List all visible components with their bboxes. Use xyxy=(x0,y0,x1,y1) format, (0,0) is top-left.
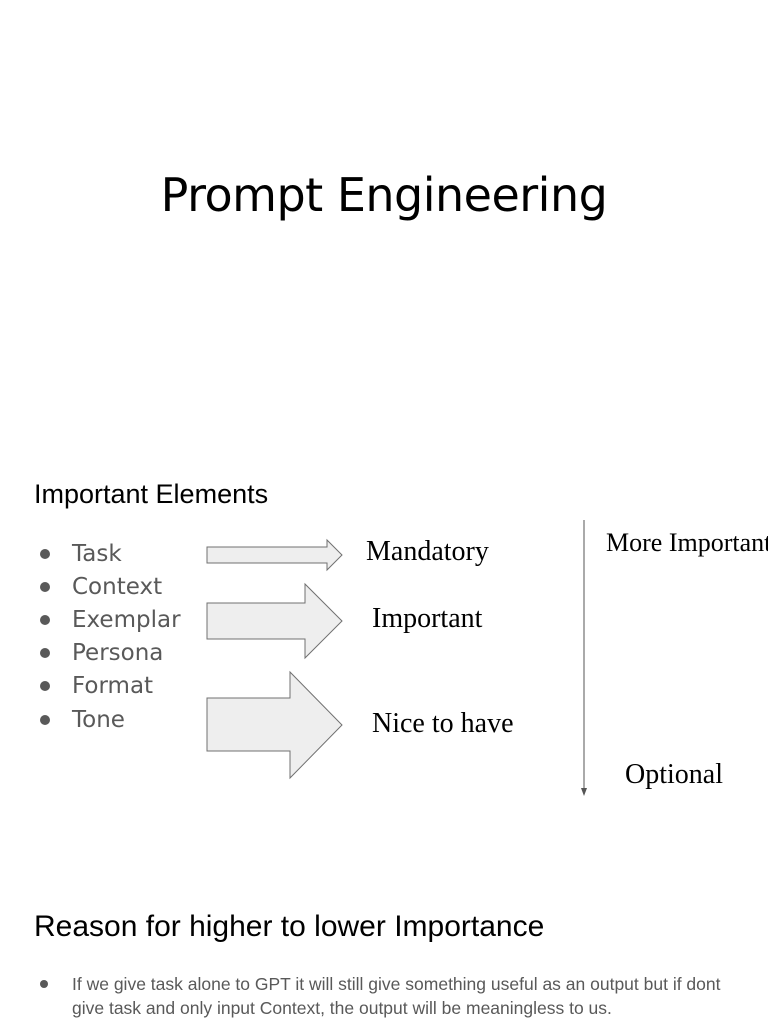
element-label-format: Format xyxy=(72,673,154,700)
bullet-dot-icon xyxy=(40,980,48,988)
label-mandatory: Mandatory xyxy=(366,536,489,567)
scale-label-bottom: Optional xyxy=(625,759,723,790)
list-item: Task xyxy=(40,537,181,570)
important-elements-heading: Important Elements xyxy=(34,479,269,509)
list-item: Persona xyxy=(40,637,181,670)
important-elements-list: Task Context Exemplar Persona Format Ton… xyxy=(40,537,181,736)
page-title: Prompt Engineering xyxy=(160,168,608,222)
label-important: Important xyxy=(372,603,483,634)
reason-text: If we give task alone to GPT it will sti… xyxy=(72,974,721,1018)
bullet-dot-icon xyxy=(40,581,50,592)
label-nice-to-have: Nice to have xyxy=(372,708,514,739)
list-item: Format xyxy=(40,670,181,703)
bullet-dot-icon xyxy=(40,648,50,659)
reason-heading: Reason for higher to lower Importance xyxy=(34,910,545,943)
list-item: If we give task alone to GPT it will sti… xyxy=(40,972,740,1020)
reason-list: If we give task alone to GPT it will sti… xyxy=(40,972,740,1020)
down-arrow-icon xyxy=(581,788,587,796)
element-label-context: Context xyxy=(72,573,163,600)
element-label-task: Task xyxy=(72,540,122,567)
bullet-dot-icon xyxy=(40,614,50,625)
right-arrow-icon xyxy=(206,582,343,660)
bullet-dot-icon xyxy=(40,548,50,559)
scale-label-top: More Important xyxy=(606,528,768,557)
element-label-persona: Persona xyxy=(72,640,164,667)
right-arrow-icon xyxy=(206,538,343,572)
element-label-tone: Tone xyxy=(72,706,125,733)
list-item: Context xyxy=(40,570,181,603)
element-label-exemplar: Exemplar xyxy=(72,606,181,633)
list-item: Exemplar xyxy=(40,603,181,636)
bullet-dot-icon xyxy=(40,714,50,725)
list-item: Tone xyxy=(40,703,181,736)
bullet-dot-icon xyxy=(40,681,50,692)
right-arrow-icon xyxy=(206,670,343,780)
